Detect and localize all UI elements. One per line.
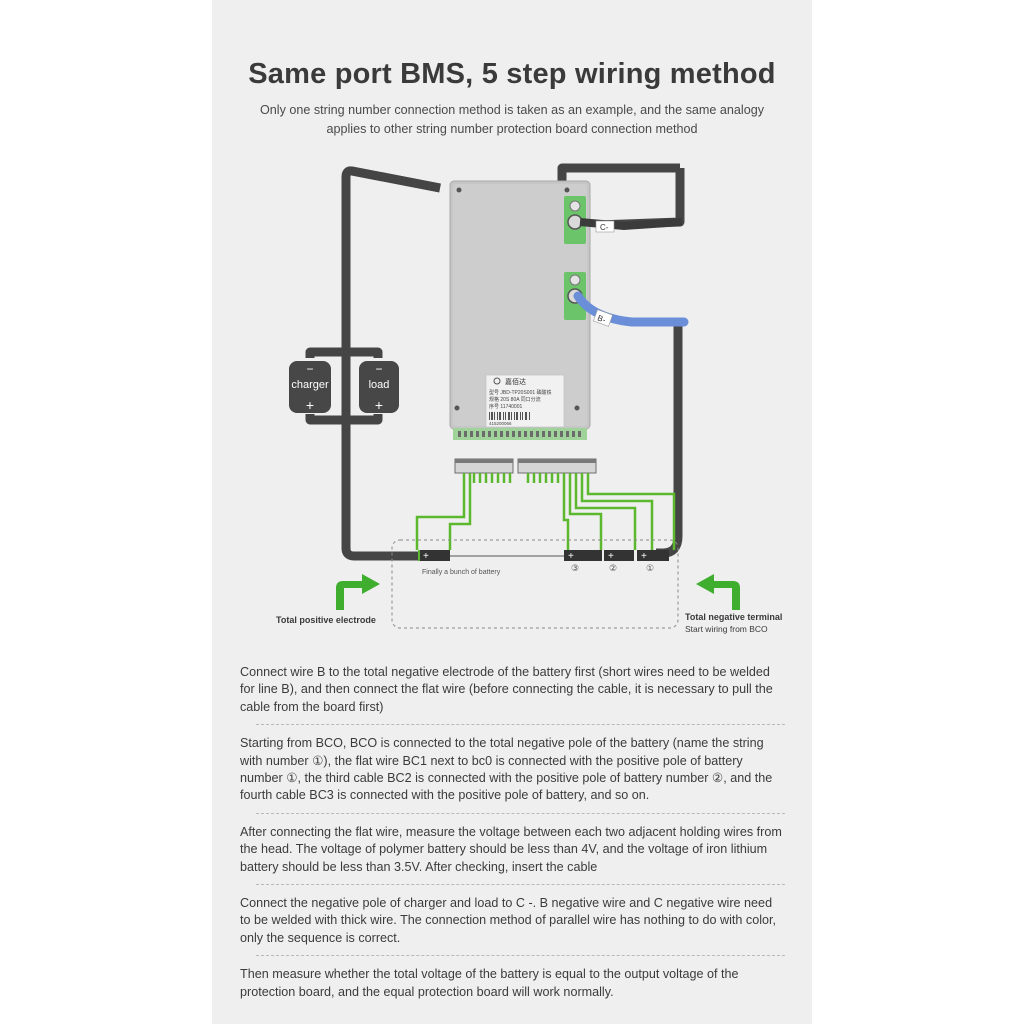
- bms-board: 嘉佰达 型号 JBD-TP20S001 磷酸铁 规格 20S 80A 同口分流 …: [449, 180, 591, 440]
- c-minus-label: C-: [600, 223, 609, 232]
- charger-unit: − charger +: [289, 361, 331, 413]
- load-plus-sign: +: [375, 397, 383, 413]
- step-5: Then measure whether the total voltage o…: [240, 967, 739, 999]
- positive-arrow-icon: [336, 574, 380, 610]
- cell-plus-2: +: [608, 551, 614, 562]
- flat-wires: [415, 473, 676, 550]
- negative-arrow-icon: [696, 574, 740, 610]
- board-line-1: 型号 JBD-TP20S001 磷酸铁: [489, 389, 552, 396]
- c-minus-wire: [596, 168, 685, 230]
- charger-label: charger: [291, 379, 329, 391]
- divider: [256, 884, 785, 886]
- c-minus-cable: [579, 218, 683, 231]
- b-minus-cable: [573, 291, 689, 327]
- negative-sublabel: Start wiring from BCO: [685, 624, 768, 634]
- c-minus-tag: [595, 220, 615, 233]
- negative-label: Total negative terminal: [685, 612, 782, 622]
- cell-plus-left: +: [423, 551, 429, 562]
- charger-top-wire: [305, 347, 383, 358]
- load-unit: − load +: [359, 361, 399, 413]
- board-serial: 415200066: [489, 421, 512, 426]
- board-line-2: 规格 20S 80A 同口分流: [489, 396, 541, 403]
- step-1: Connect wire B to the total negative ele…: [240, 665, 773, 714]
- balance-connectors: [454, 458, 597, 474]
- charger-minus-sign: −: [306, 362, 313, 376]
- battery-number-1: ①: [646, 563, 654, 573]
- battery-cells: + + + +: [418, 550, 669, 562]
- steps-list: Connect wire B to the total negative ele…: [240, 664, 785, 1009]
- battery-number-2: ②: [609, 563, 617, 573]
- wiring-diagram: − charger + − load +: [276, 163, 782, 634]
- divider: [256, 724, 785, 726]
- load-minus-sign: −: [375, 362, 382, 376]
- battery-number-3: ③: [571, 563, 579, 573]
- step-3: After connecting the flat wire, measure …: [240, 824, 782, 874]
- battery-pack-outline: [391, 539, 679, 629]
- step-4: Connect the negative pole of charger and…: [240, 896, 777, 945]
- positive-label: Total positive electrode: [276, 615, 376, 625]
- positive-wire: [341, 166, 441, 561]
- b-minus-tag: [593, 309, 613, 327]
- b-minus-label: B-: [596, 313, 607, 324]
- page-subtitle: Only one string number connection method…: [259, 103, 765, 136]
- board-brand: 嘉佰达: [505, 377, 526, 386]
- cell-plus-1: +: [641, 551, 647, 562]
- content-panel: Same port BMS, 5 step wiring method Only…: [212, 0, 812, 1024]
- board-line-3: 序号 11740001: [489, 403, 522, 410]
- charger-plus-sign: +: [306, 397, 314, 413]
- divider: [256, 812, 785, 814]
- cell-plus-3: +: [568, 551, 574, 562]
- charger-bottom-wire: [305, 414, 383, 425]
- board-barcode: [489, 412, 530, 420]
- c-minus-wire-top: [557, 163, 680, 182]
- step-2: Starting from BCO, BCO is connected to t…: [240, 736, 773, 803]
- battery-bunch-label: Finally a bunch of battery: [422, 569, 501, 576]
- divider: [256, 955, 785, 957]
- page-title: Same port BMS, 5 step wiring method: [248, 58, 776, 90]
- load-label: load: [369, 379, 390, 391]
